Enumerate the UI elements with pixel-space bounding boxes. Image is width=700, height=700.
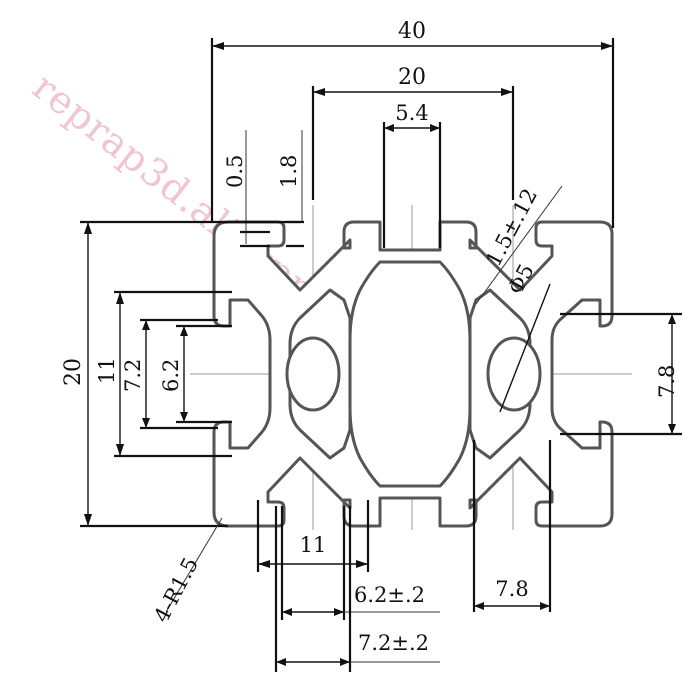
center-20-label: 20: [398, 65, 426, 90]
height-20-label: 20: [61, 358, 86, 386]
wall-tolerance-label: 1.5±.12: [481, 185, 542, 271]
extrusion-outer-outline: [212, 220, 614, 528]
left-core-outline: [288, 288, 352, 460]
bottom-11-arrows: [258, 560, 368, 568]
corner-radius-leader: [165, 517, 223, 613]
slot-5-4-label: 5.4: [395, 101, 428, 125]
width-40-label: 40: [398, 19, 426, 44]
bottom-7-8-label: 7.8: [495, 577, 528, 601]
center-web-outline: [348, 260, 472, 488]
span-6-2-arrows: [180, 326, 188, 422]
span-6-2-label: 6.2: [159, 359, 183, 392]
bottom-6-2-label: 6.2±.2: [354, 583, 425, 607]
left-center-hole: [285, 336, 341, 412]
span-7-2-label: 7.2: [121, 359, 145, 392]
bottom-7-2-label: 7.2±.2: [358, 631, 429, 655]
wall-tolerance-leader: [475, 185, 563, 305]
lip-0-5-label: 0.5: [223, 155, 247, 188]
lip-1-8-label: 1.8: [277, 155, 301, 188]
right-7-8-label: 7.8: [655, 365, 679, 398]
span-11-label: 11: [95, 357, 119, 384]
corner-radius-label: 4-R1.5: [149, 554, 203, 627]
bottom-11-label: 11: [300, 533, 327, 557]
right-center-hole: [486, 336, 542, 412]
hole-diameter-leader: [499, 283, 551, 413]
